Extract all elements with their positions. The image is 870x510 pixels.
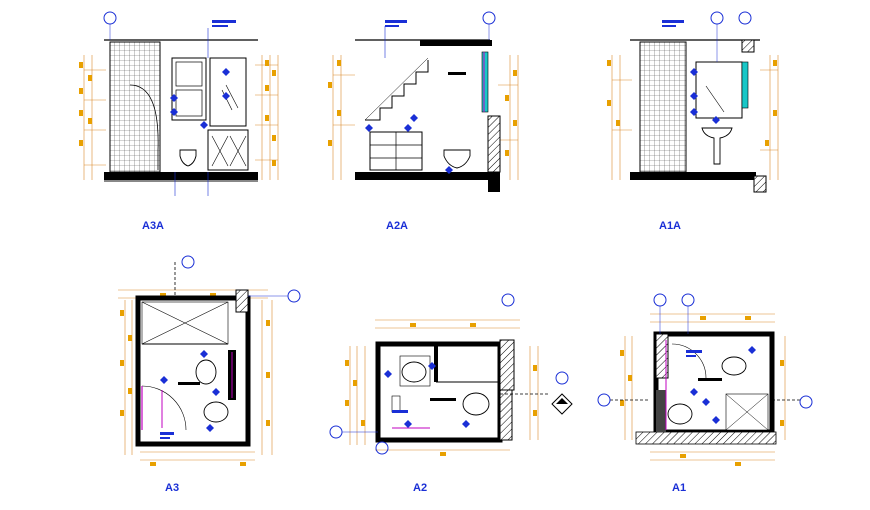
floor-hatch [635, 431, 777, 445]
elevation-a2a [328, 11, 519, 192]
cabinet-upper [171, 57, 207, 121]
grid-bubble [555, 371, 569, 385]
grid-bubble [738, 11, 752, 25]
soffit [420, 40, 492, 46]
grid-bubble [653, 293, 667, 307]
outer-walls [135, 295, 251, 447]
toilet [443, 149, 471, 169]
grid-bubble [482, 11, 496, 25]
mirror [695, 61, 743, 119]
wall-column [655, 333, 669, 379]
tile-wall [109, 41, 161, 173]
wall-section [487, 115, 501, 173]
sink [667, 403, 693, 425]
view-title-a1a: A1A [659, 220, 733, 232]
grid-bubble [181, 255, 195, 269]
grid-bubble [597, 393, 611, 407]
wall-column [235, 289, 249, 313]
mirror [209, 57, 247, 127]
grid-bubble [329, 425, 343, 439]
grid-bubble [799, 395, 813, 409]
view-title-a3: A3 [165, 482, 231, 494]
grid-bubble [375, 441, 389, 455]
grid-bubble [681, 293, 695, 307]
stair-profile [365, 60, 429, 121]
pedestal-sink [701, 127, 733, 165]
toilet [195, 359, 217, 385]
view-label: A2A [386, 220, 409, 232]
grid-bubble [287, 289, 301, 303]
callout-markers [170, 68, 230, 129]
grid-bubble [710, 11, 724, 25]
plan-a2 [329, 293, 573, 456]
view-label: A3 [165, 482, 180, 494]
toilet [721, 356, 747, 376]
view-title-a2: A2 [413, 482, 479, 494]
view-title-a3a: A3A [142, 220, 216, 232]
vanity [207, 129, 249, 171]
sink [203, 401, 229, 423]
door-swing [671, 343, 707, 379]
floor-slab [104, 172, 258, 180]
view-label: A1 [672, 482, 687, 494]
sink [401, 361, 427, 383]
plan-a1 [597, 293, 813, 466]
tile-wall [639, 41, 687, 173]
view-label: A2 [413, 482, 428, 494]
grid-bubble [501, 293, 515, 307]
outer-walls [375, 341, 503, 443]
grid-bubble [103, 11, 117, 25]
wall-section [741, 39, 755, 53]
elevation-a3a [79, 11, 279, 196]
toilet [462, 392, 490, 416]
view-label: A1A [659, 220, 682, 232]
door-swing [141, 385, 187, 431]
plan-a3 [118, 255, 301, 466]
elevation-a1a [607, 11, 779, 193]
toilet [179, 149, 197, 167]
wall-column [499, 339, 515, 391]
view-label: A3A [142, 220, 165, 232]
view-title-a2a: A2A [386, 220, 460, 232]
shower-curve [129, 84, 159, 170]
view-title-a1: A1 [672, 482, 738, 494]
glass-panel [481, 51, 489, 113]
dimension-ticks [79, 60, 276, 166]
